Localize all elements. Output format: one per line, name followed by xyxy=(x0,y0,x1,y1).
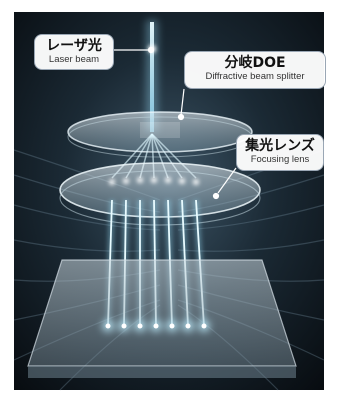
laser-beam-label-ja: レーザ光 xyxy=(46,38,102,54)
focal-spots xyxy=(102,320,210,332)
laser-beam-callout: レーザ光 Laser beam xyxy=(34,34,114,70)
doe-callout: 分岐DOE Diffractive beam splitter xyxy=(184,51,326,89)
focusing-lens-label-en: Focusing lens xyxy=(250,154,310,165)
laser-beam-label-en: Laser beam xyxy=(48,54,100,65)
doe-label-ja: 分岐DOE xyxy=(224,55,286,71)
doe-label-en: Diffractive beam splitter xyxy=(205,71,305,82)
workpiece-plate xyxy=(27,259,297,378)
focusing-lens-label-ja: 集光レンズ xyxy=(245,138,315,154)
leader-lines xyxy=(114,46,237,200)
focusing-lens-callout: 集光レンズ Focusing lens xyxy=(236,134,324,171)
